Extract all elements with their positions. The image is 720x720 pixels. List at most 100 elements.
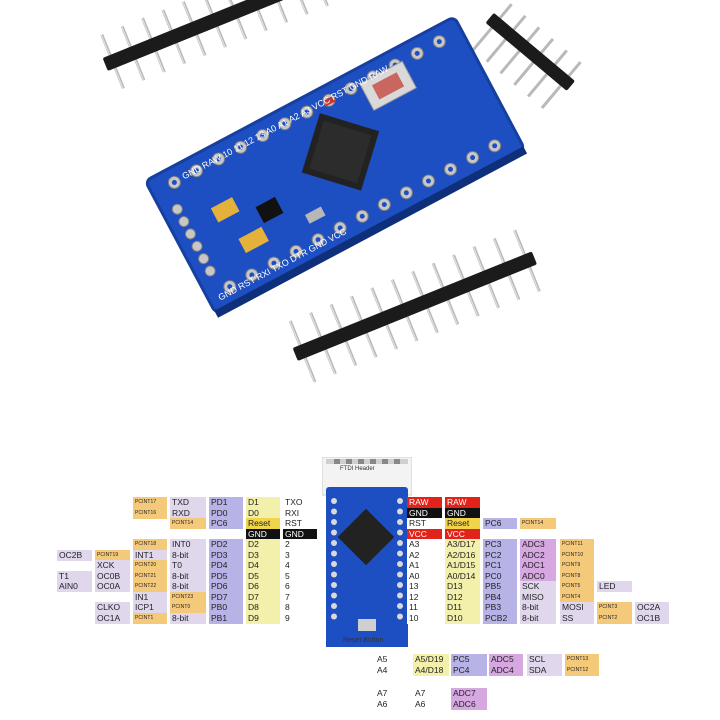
- pin-label: LED: [597, 581, 632, 592]
- pin-label: Reset: [445, 518, 480, 529]
- pin-header-bottom: [288, 229, 541, 383]
- pin-label: 4: [283, 560, 317, 571]
- pad-hole: [282, 121, 288, 127]
- pin-label: GND: [246, 528, 280, 540]
- pin-label: PCINT22: [133, 581, 167, 592]
- pin-label: PCINT14: [520, 518, 556, 529]
- pin-label: RAW: [407, 497, 442, 508]
- pin-label: OC1B: [635, 612, 669, 624]
- pin-label: PCINT5: [560, 581, 594, 592]
- pin-label: 7: [283, 591, 317, 603]
- crystal: [304, 206, 326, 224]
- pin-label: ADC4: [489, 665, 523, 676]
- pin-label: D0: [246, 507, 280, 519]
- pin-label: PCINT16: [133, 507, 167, 519]
- pad: [397, 582, 403, 588]
- pad: [171, 203, 183, 215]
- pad-hole: [448, 166, 454, 172]
- pin-label: ADC5: [489, 654, 523, 665]
- pin-label: TXD: [170, 497, 206, 508]
- pad: [331, 550, 337, 557]
- pad-hole: [403, 190, 409, 196]
- pin-label: A4: [375, 665, 411, 676]
- pad: [397, 540, 403, 546]
- pin-label: PC3: [483, 539, 517, 550]
- pin-label: A7: [375, 688, 411, 699]
- pin-label: PC2: [483, 549, 517, 561]
- pin-label: VCC: [407, 528, 442, 540]
- pin: [283, 0, 309, 15]
- pin-header-top: [100, 0, 347, 89]
- pin-label: D13: [445, 581, 480, 592]
- pad: [397, 529, 403, 536]
- pin-label: Reset: [246, 518, 280, 529]
- pin-label: TXO: [283, 497, 317, 508]
- pin-label: D3: [246, 549, 280, 561]
- pin-label: VCC: [445, 528, 480, 540]
- pin-label: A7: [413, 688, 449, 699]
- pin-label: A6: [413, 699, 449, 710]
- pin-label: PCINT10: [560, 549, 594, 561]
- led: [323, 96, 336, 107]
- pin-label: OC0B: [95, 570, 130, 582]
- pin-label: PCINT9: [560, 560, 594, 571]
- pin-label: PCINT18: [133, 539, 167, 550]
- pin-label: PC4: [451, 665, 487, 676]
- pin-label: T0: [170, 560, 206, 571]
- pin-label: D1: [246, 497, 280, 508]
- pin-label: PB0: [209, 602, 243, 613]
- pad: [397, 603, 403, 609]
- pin-label: PC6: [483, 518, 517, 529]
- pin-label: D7: [246, 591, 280, 603]
- pad: [184, 228, 196, 240]
- pin-label: OC0A: [95, 581, 130, 592]
- pin-label: PD2: [209, 539, 243, 550]
- pin-label: T1: [57, 570, 92, 582]
- pin-label: PCINT3: [597, 602, 632, 613]
- pin-label: PC0: [483, 570, 517, 582]
- pin-label: RXD: [170, 507, 206, 519]
- pad-hole: [470, 155, 476, 161]
- pin-label: 8-bit: [520, 612, 556, 624]
- pin-label: 6: [283, 581, 317, 592]
- pin-label: GND: [283, 528, 317, 540]
- pin-label: PD3: [209, 549, 243, 561]
- ftdi-header-label: FTDI Header: [340, 466, 375, 472]
- pin-label: OC1A: [95, 612, 130, 624]
- pad-hole: [414, 50, 420, 56]
- pin-label: PCINT0: [170, 602, 206, 613]
- pin-label: RST: [283, 518, 317, 529]
- pad: [331, 498, 337, 504]
- pin-label: SCL: [527, 654, 562, 665]
- pin-highlight: [284, 0, 308, 15]
- pin-label: PCINT21: [133, 570, 167, 582]
- pad: [397, 550, 403, 557]
- pin-label: PB3: [483, 602, 517, 613]
- pin-label: PCINT13: [565, 654, 599, 665]
- pin-label: A2/D16: [445, 549, 480, 561]
- pin-label: D8: [246, 602, 280, 613]
- pin-label: ADC7: [451, 688, 487, 699]
- pad-hole: [193, 168, 199, 174]
- pad-hole: [348, 86, 354, 92]
- pin-label: RAW: [445, 497, 480, 508]
- pin-label: D4: [246, 560, 280, 571]
- pin-label: PCB2: [483, 612, 517, 624]
- pin-label: PC1: [483, 560, 517, 571]
- pad: [331, 529, 337, 536]
- pin-label: ADC0: [520, 570, 556, 582]
- pin-label: PD4: [209, 560, 243, 571]
- capacitor: [210, 197, 240, 223]
- pin-label: PCINT1: [133, 612, 167, 624]
- product-photo: GND RAW 10 11 12 13 A0 A1 A2 A3 VCC RST …: [100, 0, 582, 383]
- pad: [331, 613, 337, 620]
- pad: [191, 240, 203, 252]
- pad: [331, 508, 337, 515]
- pin-label: PCINT12: [565, 665, 599, 676]
- microcontroller-chip: [301, 113, 380, 191]
- pad: [331, 561, 337, 567]
- pad-hole: [425, 178, 431, 184]
- pin-label: IN1: [133, 591, 167, 603]
- pin-label: D5: [246, 570, 280, 582]
- pin-label: GND: [407, 507, 442, 519]
